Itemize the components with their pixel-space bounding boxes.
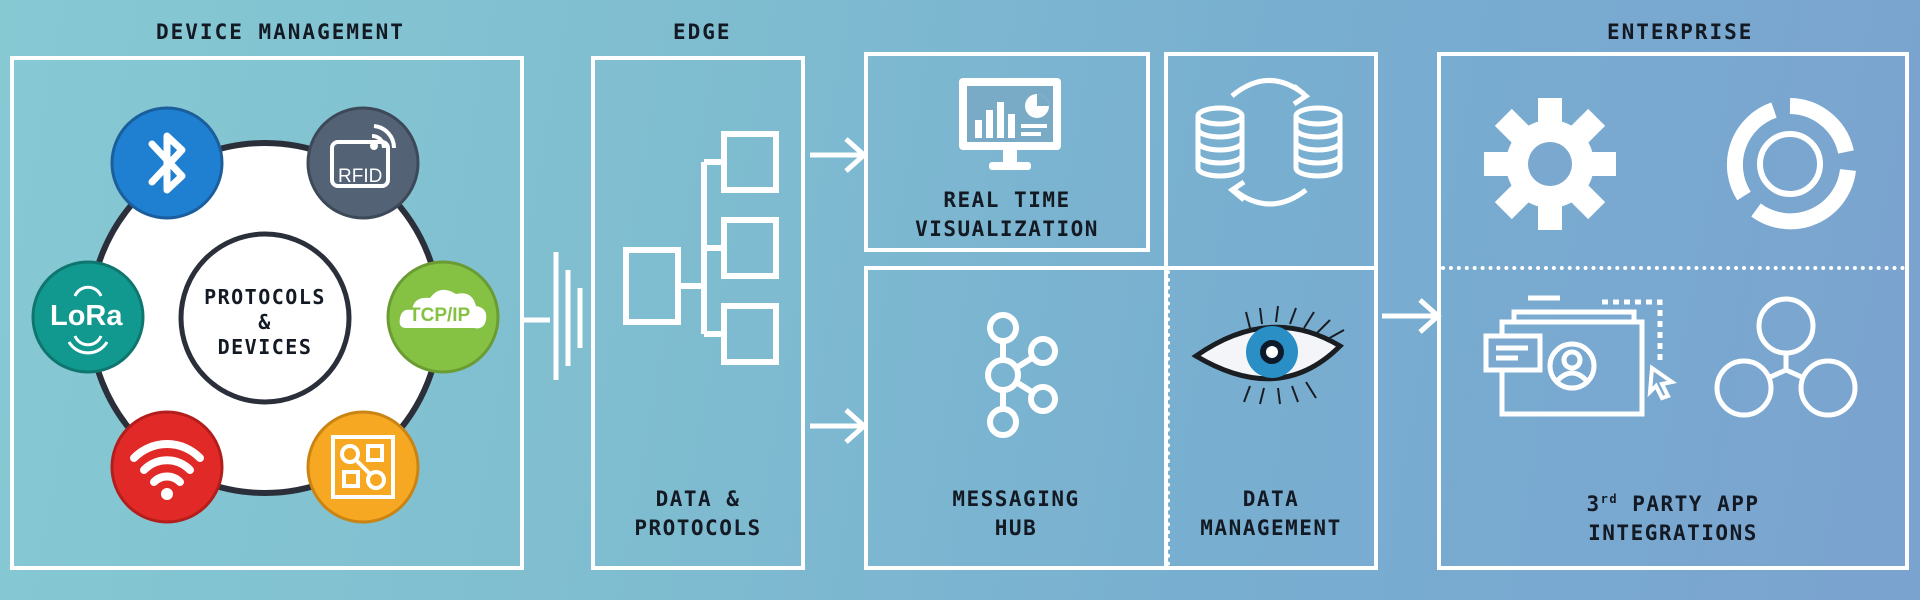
iot-network-icon: [306, 410, 420, 524]
section-title-edge: EDGE: [673, 20, 732, 44]
data-mgmt-label-line-1: DATA: [1242, 487, 1300, 511]
realtime-visualization-panel: [864, 52, 1150, 252]
hub-line-1: PROTOCOLS: [204, 285, 326, 309]
integration-nodes-icon: [1714, 296, 1858, 418]
realtime-label-line-1: REAL TIME: [943, 188, 1071, 212]
messaging-label-line-2: HUB: [994, 516, 1038, 540]
edge-panel: [591, 56, 805, 570]
data-mgmt-label-line-2: MANAGEMENT: [1200, 516, 1342, 540]
rfid-label: RFID: [338, 166, 383, 187]
lora-label: LoRa: [50, 300, 123, 332]
wifi-icon: [110, 410, 224, 524]
realtime-label: REAL TIME VISUALIZATION: [868, 186, 1146, 244]
enterprise-panel: [1437, 52, 1909, 570]
messaging-hub-label: MESSAGING HUB: [868, 485, 1164, 543]
divider-messaging-data: [1166, 270, 1170, 566]
eye-icon: [1191, 305, 1345, 405]
tcpip-label: TCP/IP: [409, 305, 471, 326]
enterprise-divider: [1441, 266, 1905, 270]
signal-connector-icon: [524, 252, 583, 380]
arrow-right-icon-bottom: [810, 408, 868, 444]
donut-chart-icon: [1726, 98, 1856, 230]
hierarchy-icon: [623, 131, 779, 365]
messaging-label-line-1: MESSAGING: [952, 487, 1080, 511]
third-party-ordinal: rd: [1600, 492, 1619, 506]
tcpip-icon: [386, 260, 500, 374]
third-party-label: 3rd PARTY APP INTEGRATIONS: [1441, 485, 1905, 548]
third-party-label-line-1: 3rd PARTY APP: [1441, 485, 1905, 519]
rfid-icon: [306, 106, 420, 220]
data-management-label: DATA MANAGEMENT: [1168, 485, 1374, 543]
arrow-right-icon-enterprise: [1382, 298, 1442, 334]
bluetooth-icon: [110, 106, 224, 220]
section-title-device-management: DEVICE MANAGEMENT: [156, 20, 405, 44]
edge-label-line-2: PROTOCOLS: [634, 516, 762, 540]
app-integration-icon: [1483, 295, 1677, 417]
kafka-icon: [985, 312, 1058, 438]
section-title-enterprise: ENTERPRISE: [1607, 20, 1754, 44]
protocols-devices-label: PROTOCOLS & DEVICES: [180, 285, 350, 360]
realtime-label-line-2: VISUALIZATION: [915, 217, 1099, 241]
device-management-panel: [10, 56, 524, 570]
edge-label: DATA & PROTOCOLS: [594, 485, 802, 543]
gear-icon: [1484, 98, 1616, 230]
edge-label-line-1: DATA &: [655, 487, 741, 511]
third-party-rest: PARTY APP: [1618, 492, 1760, 516]
arrow-right-icon-top: [810, 137, 868, 173]
dashboard-monitor-icon: [959, 78, 1061, 170]
database-sync-icon: [1195, 78, 1343, 207]
third-party-label-line-2: INTEGRATIONS: [1588, 521, 1758, 545]
lora-icon: [31, 260, 145, 374]
third-party-number: 3: [1586, 492, 1601, 516]
hub-line-3: DEVICES: [217, 335, 313, 359]
hub-line-2: &: [258, 310, 272, 334]
